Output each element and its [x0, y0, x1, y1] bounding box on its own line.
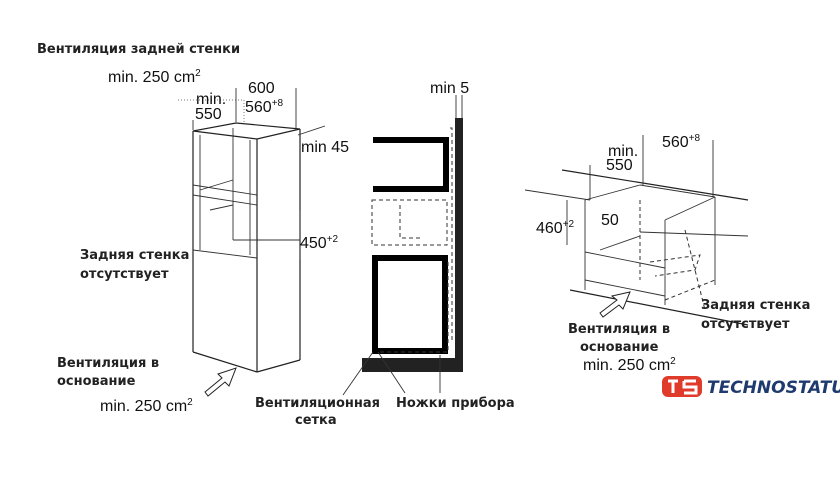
right-no-back-wall-label-1: Задняя стенка — [701, 298, 810, 313]
grille-label-1: Вентиляционная — [255, 396, 380, 411]
dim-450: 450+2 — [300, 234, 339, 252]
right-base-vent-label-1: Вентиляция в — [568, 322, 670, 337]
dim-550: 550 — [195, 106, 222, 123]
rear-vent-label: Вентиляция задней стенки — [37, 42, 240, 57]
base-vent-label-2: основание — [57, 374, 136, 389]
base-vent-arrow-icon — [204, 367, 237, 397]
base-vent-area: min. 250 cm2 — [100, 397, 193, 415]
no-back-wall-label-1: Задняя стенка — [80, 248, 189, 263]
right-base-vent-area: min. 250 cm2 — [583, 356, 676, 374]
dim-600: 600 — [248, 80, 275, 97]
drawer-cabinet-drawing — [524, 135, 749, 326]
feet-label: Ножки прибора — [396, 396, 515, 411]
no-back-wall-label-2: отсутствует — [80, 267, 169, 282]
logo-text: TECHNOSTATUS — [707, 378, 840, 398]
dim-560: 560+8 — [245, 98, 284, 116]
right-dim-560: 560+8 — [662, 133, 701, 151]
section-view-drawing — [342, 95, 463, 396]
right-dim-550: 550 — [606, 157, 633, 174]
technostatus-logo: TECHNOSTATUS — [662, 376, 840, 398]
dim-min45: min 45 — [301, 139, 349, 156]
grille-label-2: сетка — [295, 413, 337, 428]
base-vent-arrow-icon — [599, 291, 631, 318]
right-no-back-wall-label-2: отсутствует — [701, 317, 790, 332]
dim-min-label: min. — [196, 91, 226, 108]
cabinet-top — [192, 122, 301, 140]
base-vent-label-1: Вентиляция в — [57, 356, 159, 371]
dim-min5: min 5 — [430, 80, 469, 97]
tall-cabinet-drawing — [178, 88, 326, 397]
right-base-vent-label-2: основание — [580, 340, 659, 355]
rear-vent-area: min. 250 cm2 — [108, 68, 201, 86]
right-dim-50: 50 — [601, 212, 619, 229]
right-dim-460: 460+2 — [536, 219, 575, 237]
right-dim-min-label: min. — [608, 143, 638, 160]
